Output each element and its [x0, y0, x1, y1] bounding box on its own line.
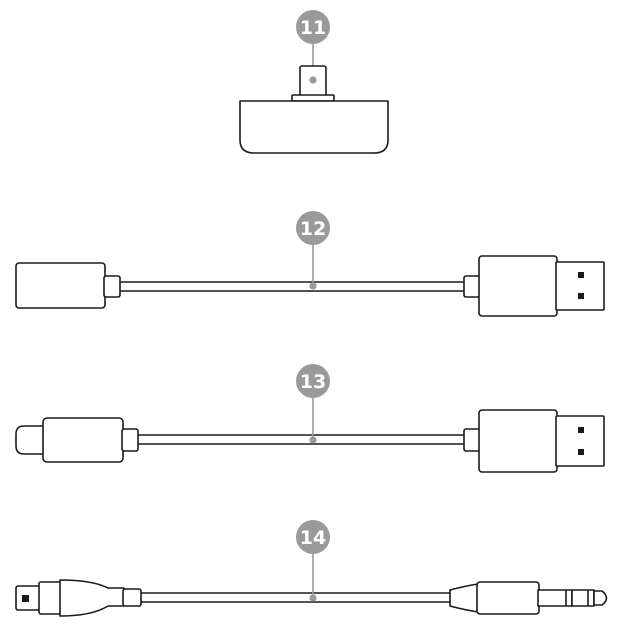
- usb-a-metal-tip: [555, 415, 605, 467]
- dongle-plug-dot: [309, 76, 317, 84]
- callout-number: 12: [300, 218, 326, 240]
- plug-strain-relief: [463, 275, 481, 298]
- jack-tip: [593, 590, 608, 606]
- usb-a-plug-body: [478, 409, 558, 473]
- callout-13: 13: [296, 364, 330, 398]
- callout-12: 12: [296, 211, 330, 245]
- micro-connector-collar: [38, 581, 62, 615]
- usb-a-hole-top: [578, 272, 584, 278]
- callout-number: 14: [300, 527, 326, 549]
- usb-c-tip: [15, 425, 45, 455]
- plug-strain-relief: [463, 428, 481, 452]
- jack-boot: [449, 583, 479, 613]
- callout-number: 11: [300, 17, 326, 39]
- usb-c-to-usb-a-cable-icon: [15, 397, 605, 473]
- callout-circle: [296, 520, 330, 554]
- callout-14: 14: [296, 520, 330, 554]
- leader-dot-12: [309, 282, 317, 290]
- jack-handle: [476, 581, 540, 615]
- usb-c-strain-relief: [121, 428, 139, 452]
- jack-sleeve: [537, 589, 573, 607]
- usb-a-plug-body: [478, 255, 558, 317]
- leader-dot-13: [309, 436, 317, 444]
- usb-a-extension-cable-icon: [15, 244, 605, 317]
- usb-c-plug-body: [42, 417, 124, 463]
- audio-jack-cable-icon: [15, 553, 608, 617]
- usb-a-hole-bottom: [578, 449, 584, 455]
- usb-c-dongle-icon: [239, 40, 389, 154]
- micro-connector-relief: [122, 588, 142, 607]
- jack-ring: [571, 589, 595, 607]
- leader-dot-14: [309, 594, 317, 602]
- micro-connector-boot: [59, 579, 125, 617]
- dongle-body: [239, 100, 389, 154]
- usb-a-metal-tip: [555, 261, 605, 311]
- callout-circle: [296, 10, 330, 44]
- usb-a-hole-bottom: [578, 293, 584, 299]
- micro-connector-hole: [22, 595, 29, 602]
- callout-number: 13: [300, 371, 326, 393]
- female-usb-socket: [15, 262, 106, 309]
- callout-circle: [296, 211, 330, 245]
- usb-a-hole-top: [578, 427, 584, 433]
- socket-strain-relief: [103, 275, 121, 298]
- callout-11: 11: [296, 10, 330, 44]
- callout-circle: [296, 364, 330, 398]
- dongle-collar: [291, 94, 335, 102]
